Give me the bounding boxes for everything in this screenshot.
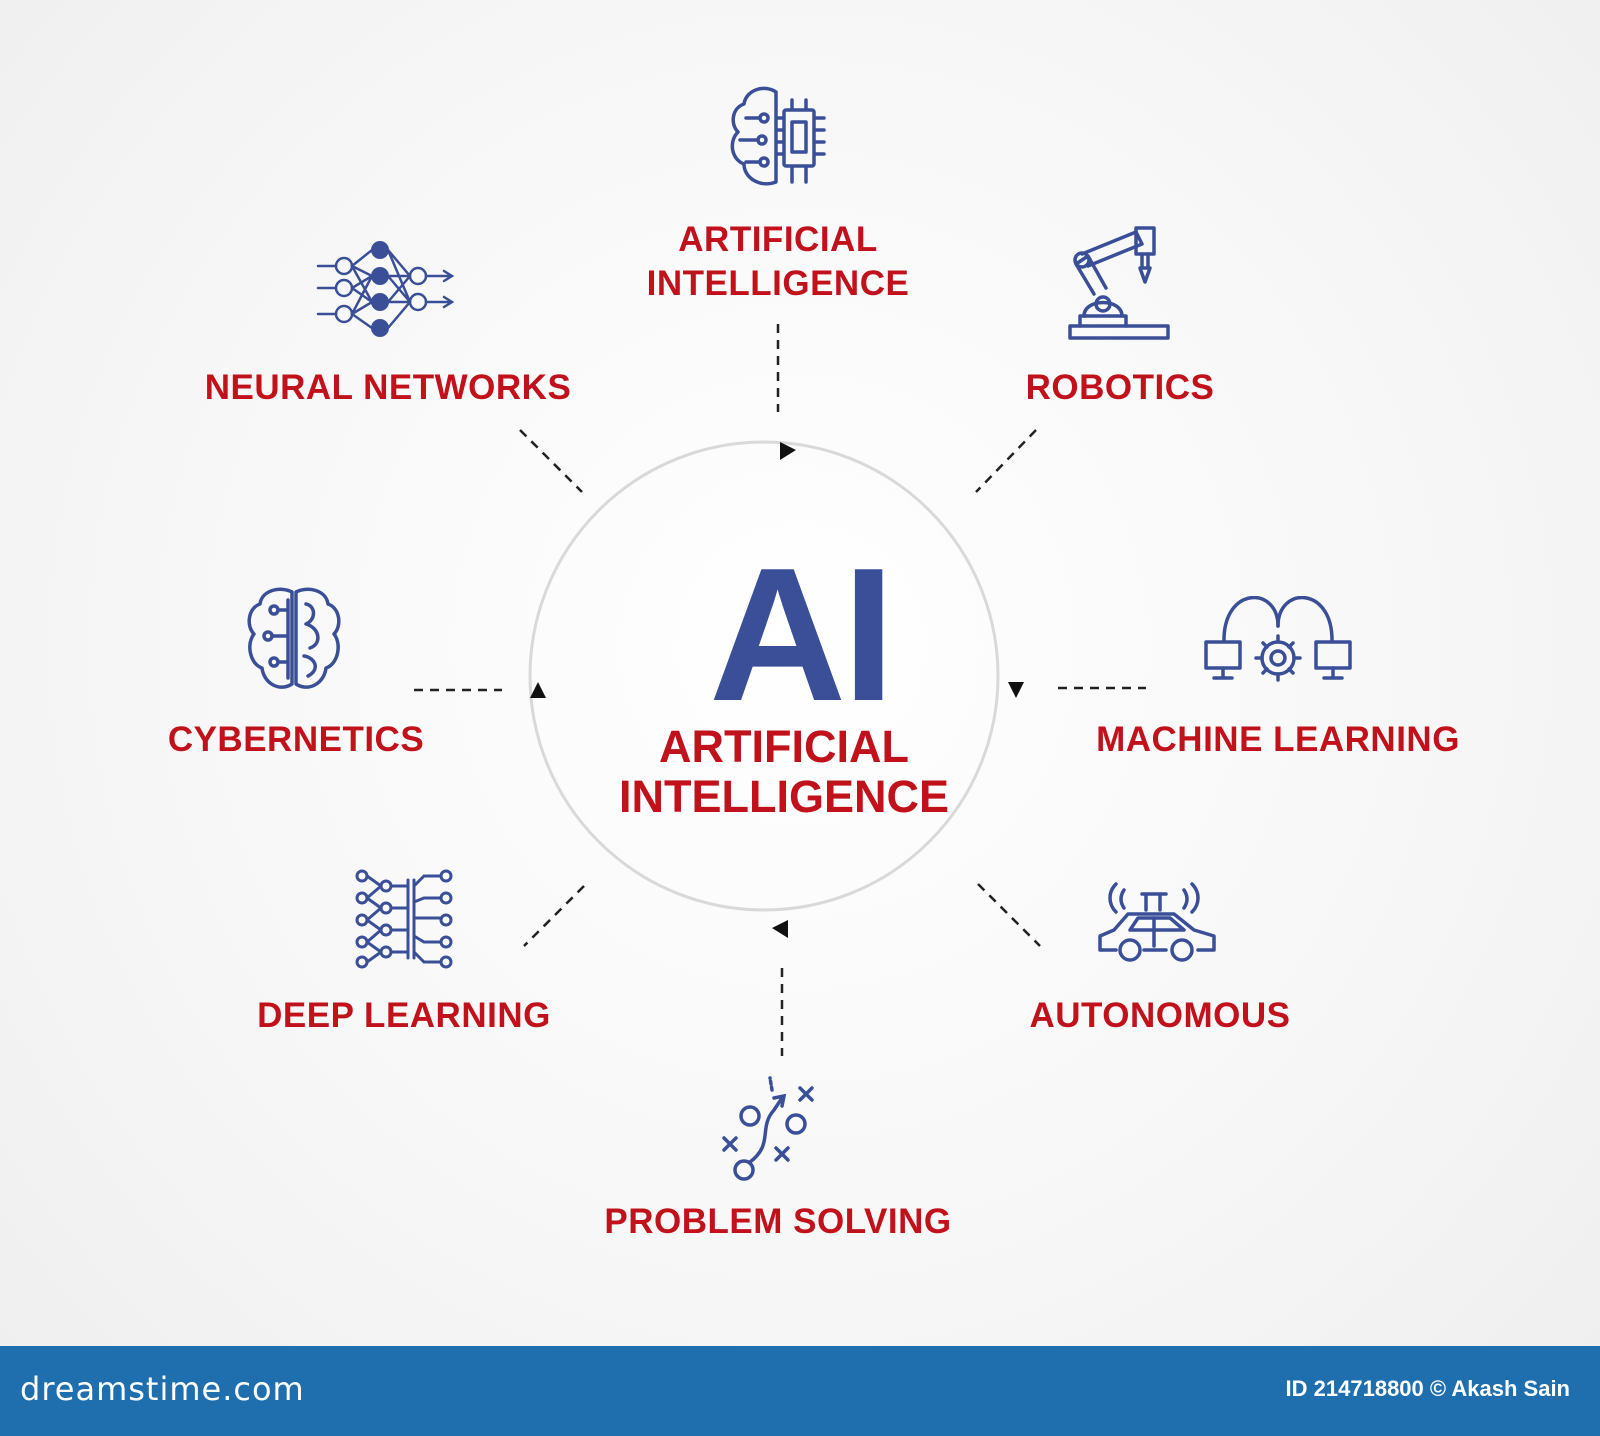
strategy-play-icon xyxy=(722,1076,814,1181)
circuit-brain-icon xyxy=(247,587,341,689)
connector-bottom-right xyxy=(977,883,1041,947)
center-ring xyxy=(528,440,1000,912)
center-subtitle-line2: INTELLIGENCE xyxy=(618,771,950,822)
topic-label-cybernetics: CYBERNETICS xyxy=(167,720,425,759)
connector-bottom-left xyxy=(523,885,585,947)
center-subtitle-line1: ARTIFICIAL xyxy=(659,721,909,772)
deep-network-icon xyxy=(355,869,453,969)
topic-label-autonomous: AUTONOMOUS xyxy=(1029,996,1291,1035)
connector-top-right xyxy=(975,429,1037,493)
footer-brand[interactable]: dreamstime.com xyxy=(20,1370,305,1408)
connector-top-left xyxy=(519,429,583,493)
connector-layer xyxy=(414,324,1146,1056)
topic-label-deep-learning: DEEP LEARNING xyxy=(257,996,551,1035)
diagram: ARTIFICIAL INTELLIGENCE ROBOTICS MACHINE… xyxy=(167,86,1460,1241)
footer-credit: ID 214718800 © Akash Sain xyxy=(1285,1376,1570,1401)
network-gear-icon xyxy=(1204,596,1352,682)
topic-label-ai-line1: ARTIFICIAL xyxy=(678,220,878,259)
topic-label-machine-learning: MACHINE LEARNING xyxy=(1096,720,1460,759)
robot-arm-icon xyxy=(1068,226,1170,340)
brain-chip-icon xyxy=(730,86,826,186)
topic-label-problem-solving: PROBLEM SOLVING xyxy=(604,1202,952,1241)
topic-label-artificial-intelligence: ARTIFICIAL INTELLIGENCE xyxy=(647,218,910,306)
arrowhead-right xyxy=(1008,682,1024,698)
topic-label-neural-networks: NEURAL NETWORKS xyxy=(204,368,572,407)
self-driving-car-icon xyxy=(1098,882,1216,962)
center-title: AI xyxy=(709,529,895,741)
arrowhead-bottom xyxy=(772,920,788,938)
topic-label-ai-line2: INTELLIGENCE xyxy=(646,264,910,303)
arrowhead-top xyxy=(780,442,796,460)
neural-network-icon xyxy=(316,241,455,337)
topic-label-robotics: ROBOTICS xyxy=(1025,368,1215,407)
center-subtitle: ARTIFICIAL INTELLIGENCE xyxy=(619,722,949,822)
footer-bar: dreamstime.com ID 214718800 © Akash Sain xyxy=(0,1346,1600,1436)
arrowhead-left xyxy=(530,682,546,698)
